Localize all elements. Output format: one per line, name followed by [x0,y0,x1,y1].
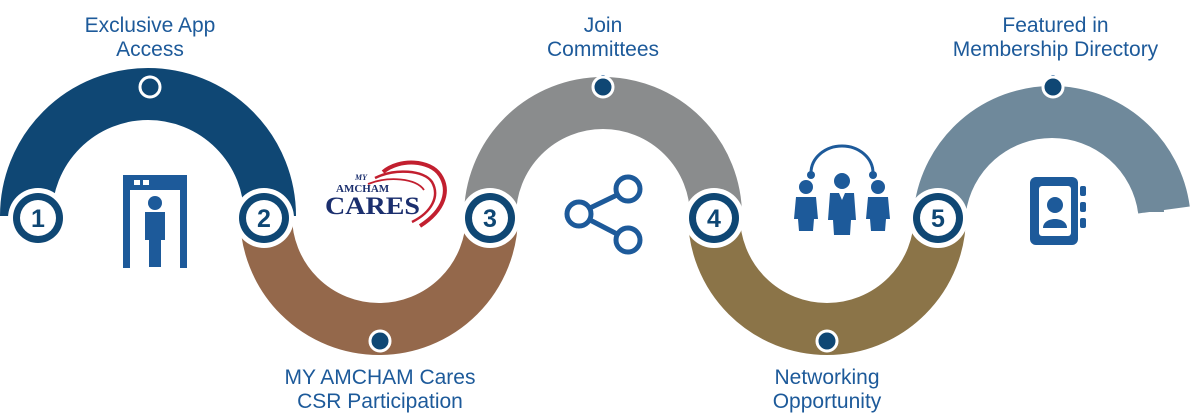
step-number: 1 [31,205,45,233]
title-line: CSR Participation [297,390,463,413]
title-line: Networking [774,366,880,389]
step-badge-4: 4 [684,188,744,248]
step-number: 4 [707,205,721,233]
logo-my: MY [354,173,368,182]
networking-people-icon [794,144,890,235]
connector-dot [368,329,392,353]
arc-4 [688,215,966,355]
step-badge-5: 5 [908,188,968,248]
title-line: Opportunity [772,390,882,413]
title-line: Access [116,38,184,61]
step-title-2: MY AMCHAM Cares CSR Participation [230,366,530,414]
arc-2 [240,215,518,355]
step-number: 3 [483,205,497,233]
connector-dot [591,75,615,99]
connector-dot [138,75,162,99]
contact-book-icon [1030,177,1086,245]
step-badge-2: 2 [234,188,294,248]
step-number: 2 [257,205,271,233]
step-title-4: Networking Opportunity [727,366,927,414]
title-line: Exclusive App [84,14,216,37]
step-title-1: Exclusive App Access [40,14,260,62]
door-person-icon [123,175,187,268]
step-number: 5 [931,205,945,233]
arc-5-body [914,86,1190,215]
step-badge-1: 1 [8,188,68,248]
title-line: Committees [546,38,660,61]
connector-dot [815,329,839,353]
title-line: MY AMCHAM Cares [284,366,476,389]
my-amcham-cares-logo: MY AMCHAM CARES [325,160,447,228]
step-badge-3: 3 [460,188,520,248]
title-line: Join [583,14,623,37]
connector-dot [1041,75,1065,99]
title-line: Membership Directory [952,38,1159,61]
step-title-3: Join Committees [503,14,703,62]
step-title-5: Featured in Membership Directory [913,14,1198,62]
share-icon [564,174,643,255]
title-line: Featured in [1002,14,1109,37]
logo-cares: CARES [325,193,420,220]
arc-1 [0,68,296,217]
logo-amcham: AMCHAM [336,183,390,195]
arc-3 [464,77,742,217]
